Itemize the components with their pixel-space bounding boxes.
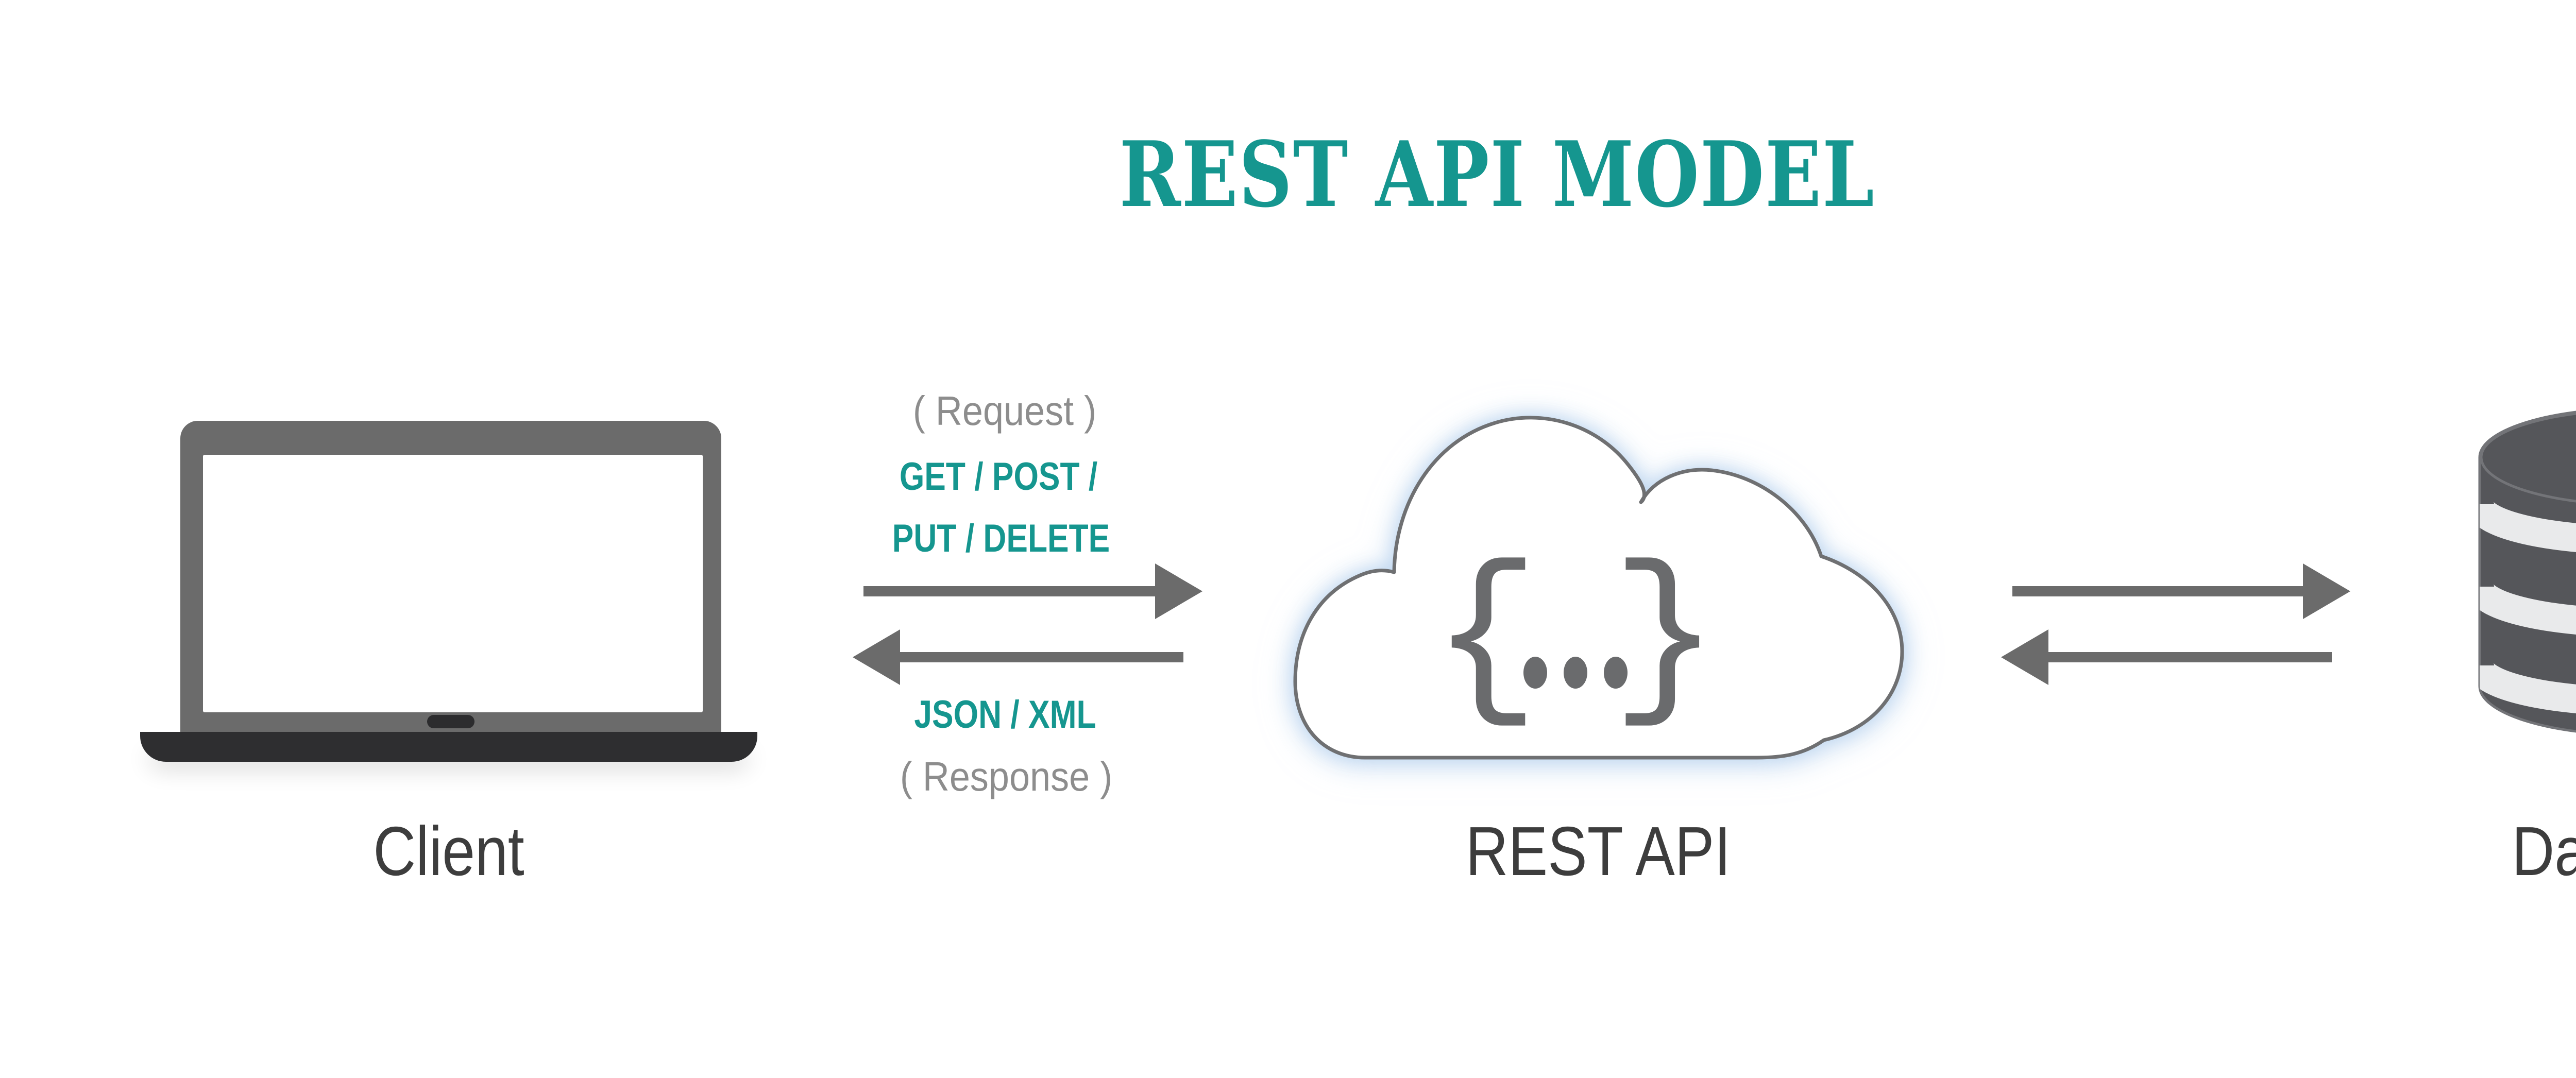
database-label: Database	[2512, 812, 2576, 890]
request-arrow-shaft	[863, 586, 1156, 596]
response-arrow-head-icon	[853, 629, 900, 685]
laptop-bezel	[180, 421, 721, 732]
database-icon	[2478, 410, 2576, 733]
api-to-database-arrow-shaft	[2012, 586, 2304, 596]
cloud-icon	[1293, 416, 1904, 760]
laptop-screen	[203, 455, 703, 712]
ellipsis-dots-icon	[1523, 657, 1628, 689]
laptop-hinge-notch	[427, 715, 474, 728]
request-arrow-head-icon	[1155, 563, 1202, 619]
laptop-icon	[140, 421, 757, 762]
client-label: Client	[373, 812, 524, 890]
response-arrow-shaft	[899, 652, 1183, 662]
database-to-api-arrow-head-icon	[2001, 629, 2048, 685]
page-title: REST API MODEL	[1119, 122, 1875, 228]
rest-api-label: REST API	[1465, 812, 1731, 890]
dot	[1604, 657, 1628, 689]
code-braces: { }	[1431, 539, 1720, 743]
database-to-api-arrow-shaft	[2047, 652, 2332, 662]
request-methods-line-2: PUT / DELETE	[892, 517, 1110, 560]
request-methods-line-1: GET / POST /	[899, 455, 1098, 499]
dot	[1564, 657, 1587, 689]
laptop-base	[140, 732, 757, 762]
request-annotation: ( Request )	[912, 388, 1097, 434]
api-to-database-arrow-head-icon	[2303, 563, 2350, 619]
close-brace: }	[1611, 539, 1720, 743]
open-brace: {	[1431, 539, 1540, 743]
response-formats: JSON / XML	[914, 693, 1096, 737]
response-annotation: ( Response )	[900, 754, 1113, 799]
dot	[1523, 657, 1547, 689]
